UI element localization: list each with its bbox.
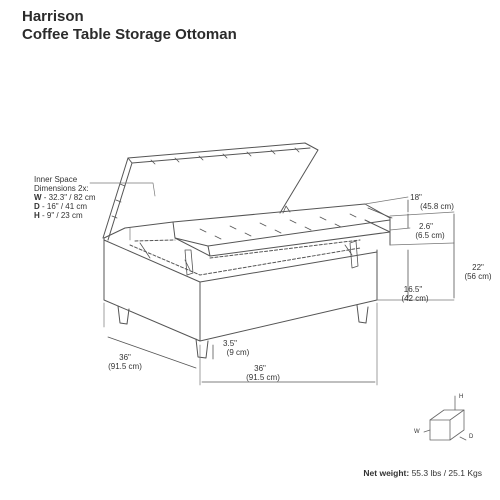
- inner-space-title: Inner Space: [34, 175, 78, 184]
- total-height-cm-label: (56 cm): [464, 272, 491, 281]
- product-name: Coffee Table Storage Ottoman: [22, 26, 237, 43]
- inner-space-subtitle: Dimensions 2x:: [34, 184, 89, 193]
- seat-height-label: 16.5": [404, 285, 423, 294]
- tray-width-label: 18": [410, 193, 422, 202]
- legs: [117, 304, 369, 359]
- seat-height-cm-label: (42 cm): [401, 294, 428, 303]
- dimension-labels: 18" (45.8 cm) 2.6" (6.5 cm) 22" (56 cm) …: [108, 193, 492, 382]
- inner-space-width: W - 32.3" / 82 cm: [34, 193, 96, 202]
- net-weight: Net weight: 55.3 lbs / 25.1 Kgs: [363, 468, 482, 478]
- depth-cm-label: (91.5 cm): [108, 362, 142, 371]
- axis-w-label: W: [414, 429, 420, 435]
- inner-space-dimensions: Inner Space Dimensions 2x: W - 32.3" / 8…: [34, 175, 96, 220]
- leader-lines: [89, 182, 455, 386]
- total-height-label: 22": [472, 263, 484, 272]
- leg-height-cm-label: (9 cm): [227, 348, 250, 357]
- inner-space-height: H - 9" / 23 cm: [34, 211, 83, 220]
- tray-thickness-cm-label: (6.5 cm): [415, 231, 445, 240]
- product-brand: Harrison: [22, 8, 84, 25]
- lid: [102, 142, 319, 241]
- leg-height-label: 3.5": [223, 339, 237, 348]
- ottoman-base: [103, 219, 391, 342]
- axis-h-label: H: [459, 394, 463, 400]
- width-label: 36": [254, 364, 266, 373]
- tray-width-cm-label: (45.8 cm): [420, 202, 454, 211]
- inner-space-depth: D - 16" / 41 cm: [34, 202, 87, 211]
- axis-d-label: D: [469, 434, 474, 440]
- axis-cube: [423, 395, 467, 441]
- tray-thickness-label: 2.6": [419, 222, 433, 231]
- width-cm-label: (91.5 cm): [246, 373, 280, 382]
- dimension-lines: [107, 199, 455, 383]
- depth-label: 36": [119, 353, 131, 362]
